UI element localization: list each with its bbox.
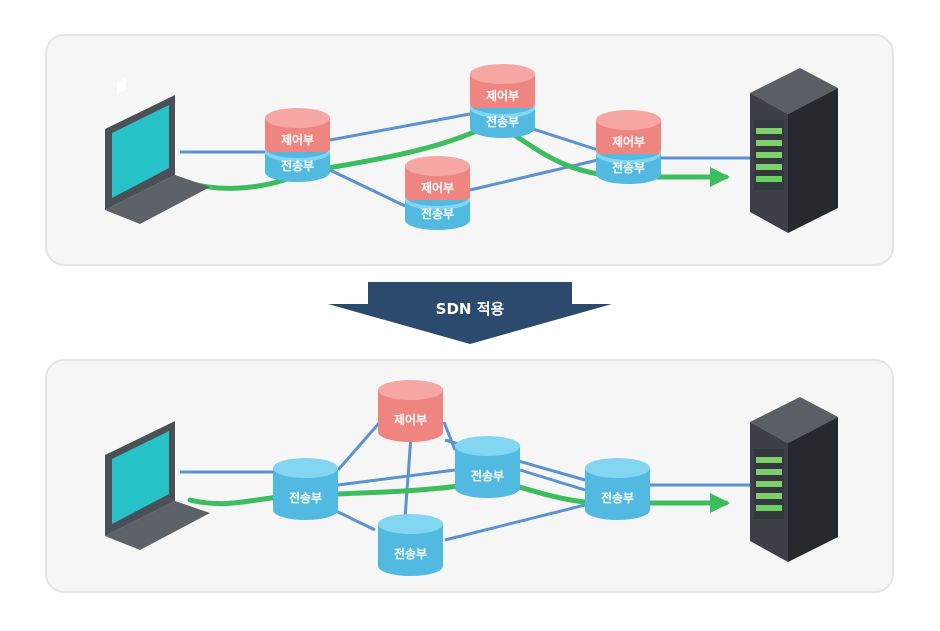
traditional-links bbox=[180, 112, 750, 208]
router-node-c: 제어부 전송부 bbox=[405, 156, 470, 230]
sdn-controller-node: 제어부 bbox=[378, 380, 443, 442]
control-label: 제어부 bbox=[612, 134, 645, 149]
transport-label: 전송부 bbox=[486, 114, 519, 129]
sdn-data-flow bbox=[187, 477, 730, 513]
sdn-transport-node-d: 전송부 bbox=[378, 514, 443, 576]
traditional-data-flow bbox=[182, 119, 730, 191]
sdn-transition-arrow: SDN 적용 bbox=[328, 282, 612, 344]
server-icon bbox=[750, 397, 838, 562]
transport-label: 전송부 bbox=[471, 468, 504, 483]
sdn-transport-node-b: 전송부 bbox=[455, 436, 520, 498]
server-icon bbox=[750, 68, 838, 233]
sdn-transport-node-a: 전송부 bbox=[273, 458, 338, 520]
transport-label: 전송부 bbox=[601, 490, 634, 505]
transport-label: 전송부 bbox=[612, 160, 645, 175]
control-label: 제어부 bbox=[486, 88, 519, 103]
router-node-d: 제어부 전송부 bbox=[596, 110, 661, 184]
sdn-transport-node-c: 전송부 bbox=[585, 458, 650, 520]
laptop-icon bbox=[105, 78, 210, 224]
controller-label: 제어부 bbox=[394, 412, 427, 427]
traditional-panel bbox=[45, 34, 894, 266]
transport-label: 전송부 bbox=[421, 206, 454, 221]
control-label: 제어부 bbox=[281, 132, 314, 147]
arrow-label: SDN 적용 bbox=[436, 300, 505, 318]
transport-label: 전송부 bbox=[394, 546, 427, 561]
laptop-icon bbox=[105, 421, 210, 550]
transport-label: 전송부 bbox=[289, 490, 322, 505]
transport-label: 전송부 bbox=[281, 158, 314, 173]
router-node-b: 제어부 전송부 bbox=[470, 64, 535, 138]
router-node-a: 제어부 전송부 bbox=[265, 108, 330, 182]
control-label: 제어부 bbox=[421, 180, 454, 195]
